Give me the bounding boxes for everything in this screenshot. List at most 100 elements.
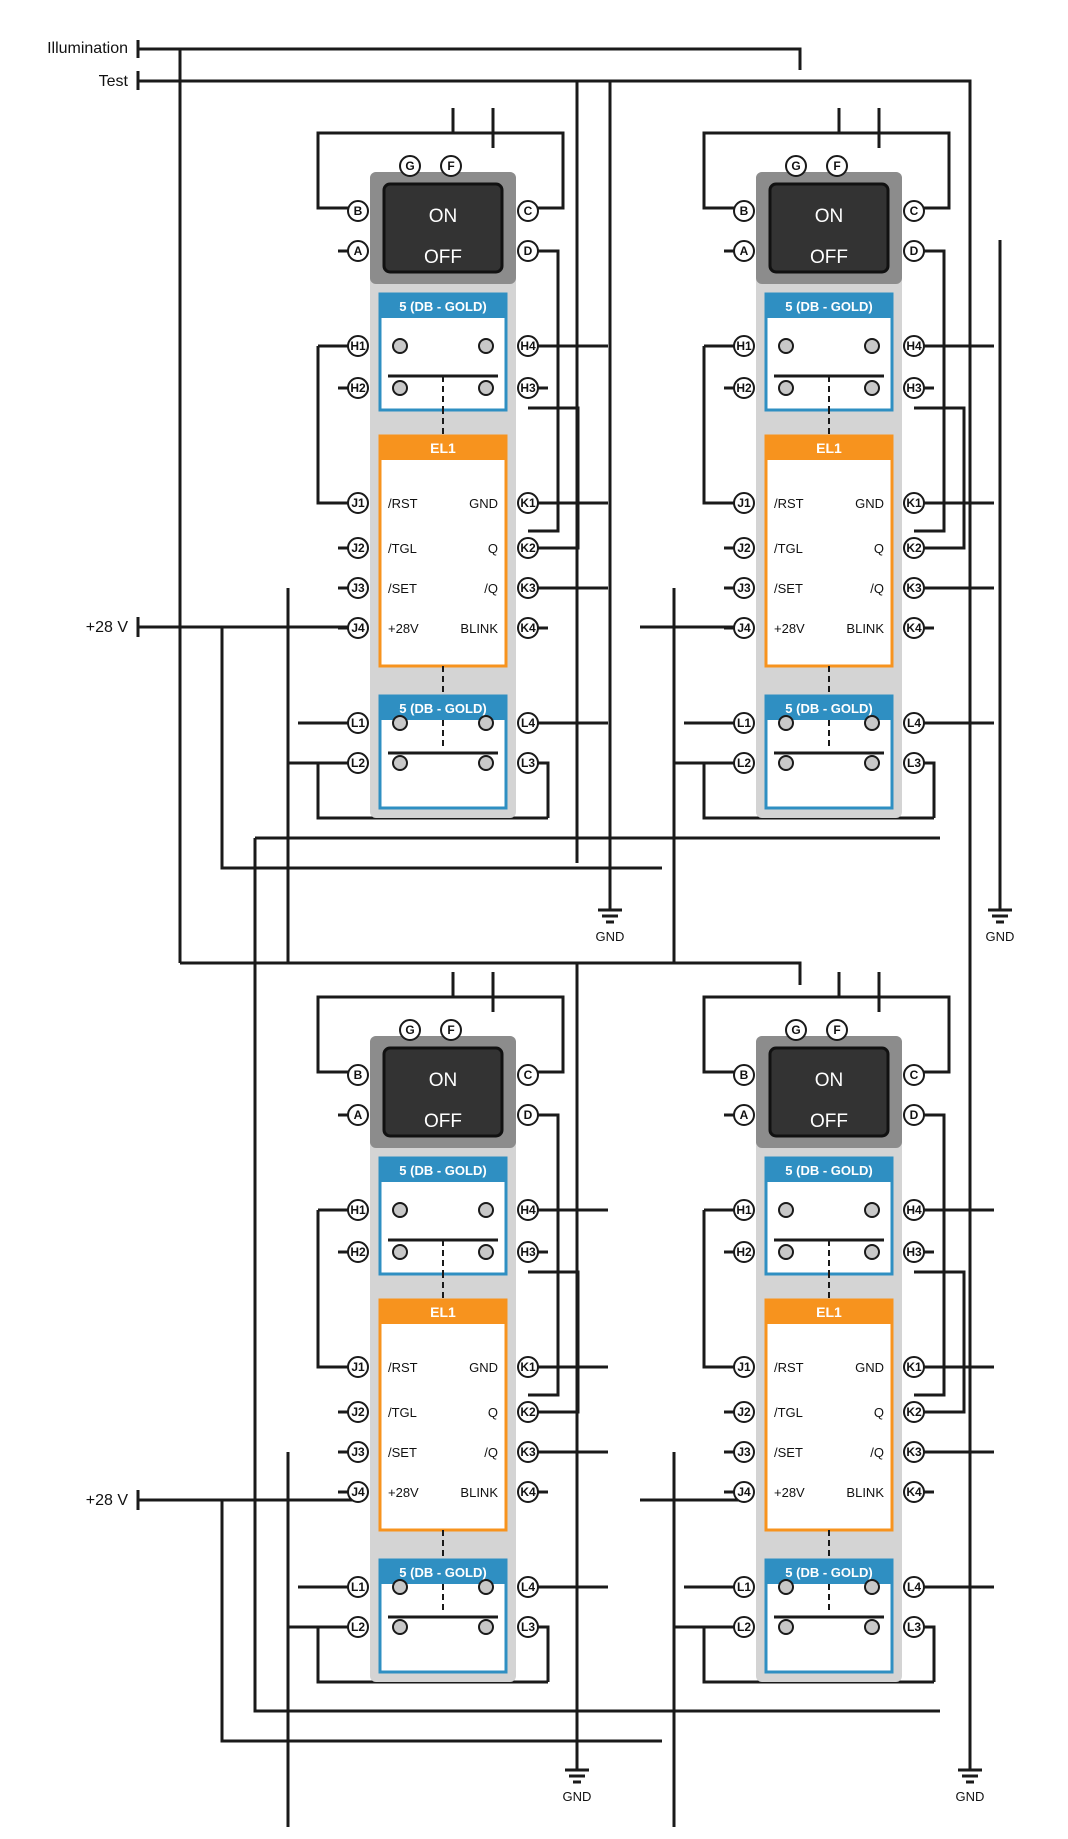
contact-4 <box>864 1244 880 1260</box>
ic-header <box>380 436 506 460</box>
illumination-label: Illumination <box>47 40 128 57</box>
pin-c-label: C <box>524 204 533 218</box>
ic-signal-right: /Q <box>484 581 498 596</box>
ic-header <box>766 1300 892 1324</box>
input-28v-top: +28 V <box>86 617 140 637</box>
pin-h2-label: H2 <box>350 381 366 395</box>
pin-k2-label: K2 <box>906 541 922 555</box>
relay-header <box>380 294 506 318</box>
gnd-label: GND <box>956 1789 985 1804</box>
pin-c <box>903 1064 925 1086</box>
pin-a <box>733 1104 755 1126</box>
ic-signal-right: /Q <box>870 1445 884 1460</box>
pin-k1-label: K1 <box>520 1360 536 1374</box>
pin-b-label: B <box>354 1068 363 1082</box>
pin-c <box>903 200 925 222</box>
input-illumination: Illumination <box>47 40 140 58</box>
relay-label: 5 (DB - GOLD) <box>399 701 486 716</box>
pin-f-label: F <box>447 1023 454 1037</box>
ic-signal-left: +28V <box>388 621 419 636</box>
ground-2: GND <box>986 908 1015 944</box>
contact-1 <box>392 1579 408 1595</box>
pin-b-label: B <box>740 204 749 218</box>
pin-l2-label: L2 <box>351 756 365 770</box>
pin-k1 <box>517 492 539 514</box>
relay-label: 5 (DB - GOLD) <box>785 1163 872 1178</box>
pin-k3 <box>517 1441 539 1463</box>
pin-j1 <box>347 1356 369 1378</box>
contact-4 <box>478 1244 494 1260</box>
pin-h4 <box>903 335 925 357</box>
pin-h4 <box>903 1199 925 1221</box>
pin-k3 <box>903 1441 925 1463</box>
ic-signal-left: +28V <box>388 1485 419 1500</box>
pin-c <box>517 200 539 222</box>
pin-l4 <box>517 1576 539 1598</box>
pin-j4-label: J4 <box>351 621 365 635</box>
pin-k1-label: K1 <box>906 496 922 510</box>
contact-2 <box>864 715 880 731</box>
contact-2 <box>478 338 494 354</box>
pin-l1 <box>733 712 755 734</box>
contact-4 <box>864 380 880 396</box>
switch-on-label: ON <box>815 1070 844 1091</box>
pin-h1 <box>733 1199 755 1221</box>
ground-4: GND <box>956 1768 985 1804</box>
pin-h2 <box>733 1241 755 1263</box>
switch-off-label: OFF <box>424 247 462 268</box>
pin-l1-label: L1 <box>351 716 365 730</box>
pin-j3-label: J3 <box>351 581 365 595</box>
switch-on-label: ON <box>429 1070 458 1091</box>
pin-h3 <box>517 1241 539 1263</box>
ic-signal-left: /TGL <box>388 541 417 556</box>
ic-header <box>380 1300 506 1324</box>
ic-signal-left: /TGL <box>388 1405 417 1420</box>
relay-label: 5 (DB - GOLD) <box>399 1163 486 1178</box>
pin-h4-label: H4 <box>520 1203 536 1217</box>
pin-l1-label: L1 <box>351 1580 365 1594</box>
ic-signal-left: /RST <box>388 496 418 511</box>
pin-h4 <box>517 1199 539 1221</box>
ic-signal-left: /SET <box>388 581 417 596</box>
ic-signal-right: BLINK <box>846 621 884 636</box>
ic-box <box>764 1298 894 1532</box>
pin-l2 <box>347 1616 369 1638</box>
pin-g-label: G <box>791 1023 800 1037</box>
contact-1 <box>778 715 794 731</box>
pin-l3 <box>517 1616 539 1638</box>
relay-bottom: 5 (DB - GOLD) <box>378 1558 508 1674</box>
relay-label: 5 (DB - GOLD) <box>785 1565 872 1580</box>
pin-f <box>826 1019 848 1041</box>
pin-k2 <box>517 537 539 559</box>
pin-j3-label: J3 <box>737 581 751 595</box>
ground-1: GND <box>596 908 624 944</box>
ic-header <box>766 436 892 460</box>
pin-l1 <box>347 1576 369 1598</box>
pin-h2-label: H2 <box>350 1245 366 1259</box>
pin-a <box>347 240 369 262</box>
pin-l4-label: L4 <box>907 716 921 730</box>
gnd-label: GND <box>563 1789 592 1804</box>
pin-l3-label: L3 <box>907 1620 921 1634</box>
pin-h3 <box>903 377 925 399</box>
pin-l1 <box>733 1576 755 1598</box>
pin-l4-label: L4 <box>521 1580 535 1594</box>
pin-j4 <box>347 617 369 639</box>
contact-4 <box>478 1619 494 1635</box>
pin-j1 <box>733 1356 755 1378</box>
pin-l2 <box>347 752 369 774</box>
pin-h1-label: H1 <box>350 339 366 353</box>
pin-k2-label: K2 <box>906 1405 922 1419</box>
gnd-label: GND <box>986 929 1015 944</box>
pin-k4-label: K4 <box>520 621 536 635</box>
contact-2 <box>864 338 880 354</box>
contact-2 <box>864 1202 880 1218</box>
pin-k2 <box>903 537 925 559</box>
pin-j2 <box>347 537 369 559</box>
pin-k1 <box>903 492 925 514</box>
